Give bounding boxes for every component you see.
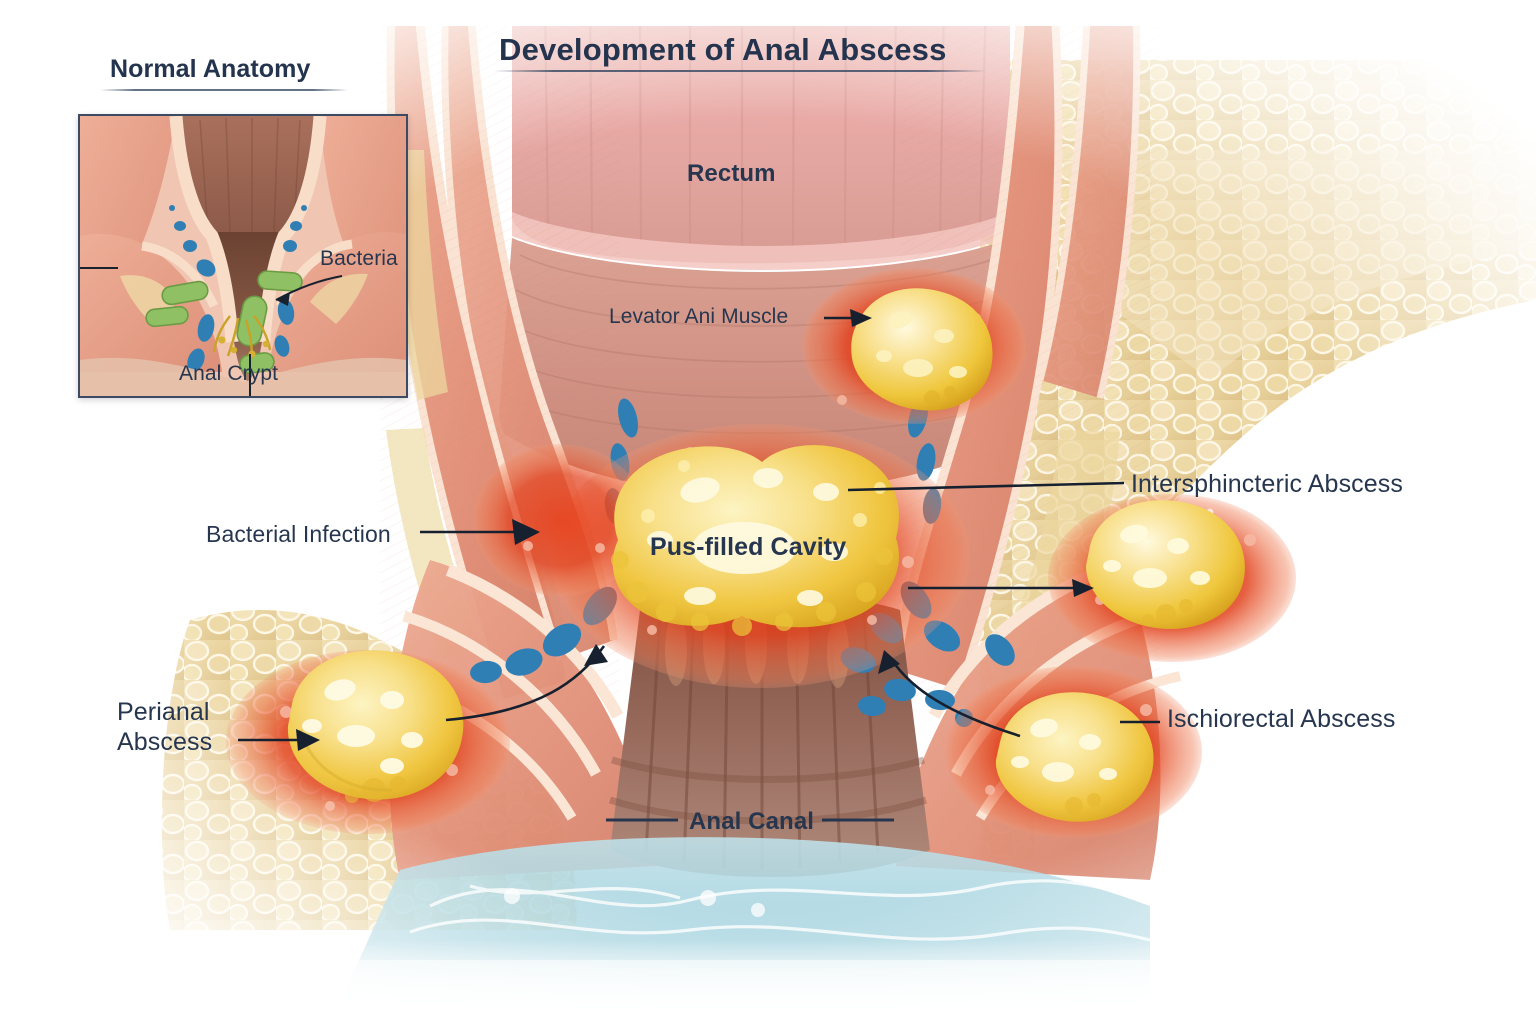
label-pus-filled-cavity: Pus-filled Cavity xyxy=(650,533,847,561)
label-rectum: Rectum xyxy=(687,160,776,187)
label-levator-ani-muscle: Levator Ani Muscle xyxy=(609,305,789,328)
inset-title-underline xyxy=(100,89,348,91)
label-anal-crypt: Anal Crypt xyxy=(179,362,279,385)
normal-anatomy-inset xyxy=(78,114,408,398)
inset-title: Normal Anatomy xyxy=(110,55,311,83)
label-perianal-abscess-line1: Perianal xyxy=(117,698,210,726)
inset-artwork xyxy=(80,116,406,396)
label-bacteria: Bacteria xyxy=(320,247,398,270)
label-anal-canal: Anal Canal xyxy=(689,808,815,835)
label-ischiorectal-abscess: Ischiorectal Abscess xyxy=(1167,705,1396,733)
page-title: Development of Anal Abscess xyxy=(499,32,947,67)
label-intersphincteric-abscess: Intersphincteric Abscess xyxy=(1131,470,1403,498)
label-bacterial-infection: Bacterial Infection xyxy=(206,521,391,547)
label-perianal-abscess-line2: Abscess xyxy=(117,728,213,756)
title-underline xyxy=(494,70,986,72)
